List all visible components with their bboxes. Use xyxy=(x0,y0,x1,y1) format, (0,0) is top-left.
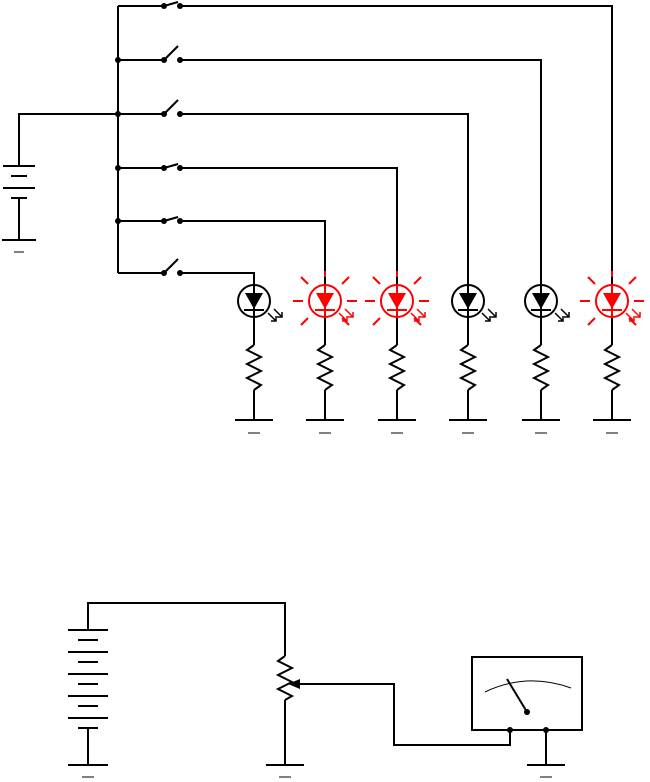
led-1 xyxy=(238,284,282,321)
resistor-2 xyxy=(318,318,332,420)
battery-ground-symbol-2 xyxy=(68,765,108,777)
led-4 xyxy=(452,284,496,321)
multi-cell-battery xyxy=(68,603,285,765)
resistor-4 xyxy=(461,318,475,420)
battery-ground-symbol xyxy=(2,240,36,252)
ground-symbol-3 xyxy=(378,420,416,433)
branch-wires xyxy=(180,6,612,284)
ground-symbol-6 xyxy=(593,420,631,433)
resistor-3 xyxy=(390,318,404,420)
switch-1 xyxy=(118,2,183,9)
ground-symbol-5 xyxy=(522,420,560,433)
meter-ground-symbol xyxy=(527,765,565,777)
ground-symbol-4 xyxy=(449,420,487,433)
switch-2 xyxy=(118,46,183,63)
switch-6 xyxy=(118,259,183,276)
resistor-5 xyxy=(534,318,548,420)
switch-5 xyxy=(118,217,183,224)
switch-4 xyxy=(118,164,183,171)
ground-symbol-2 xyxy=(306,420,344,433)
potentiometer-ground-symbol xyxy=(266,765,304,777)
led-5 xyxy=(525,284,569,321)
switch-3 xyxy=(118,100,183,117)
resistor-1 xyxy=(247,318,261,420)
analog-meter xyxy=(472,657,582,765)
resistor-6 xyxy=(605,318,619,420)
ground-symbol-1 xyxy=(235,420,273,433)
battery xyxy=(3,114,118,240)
